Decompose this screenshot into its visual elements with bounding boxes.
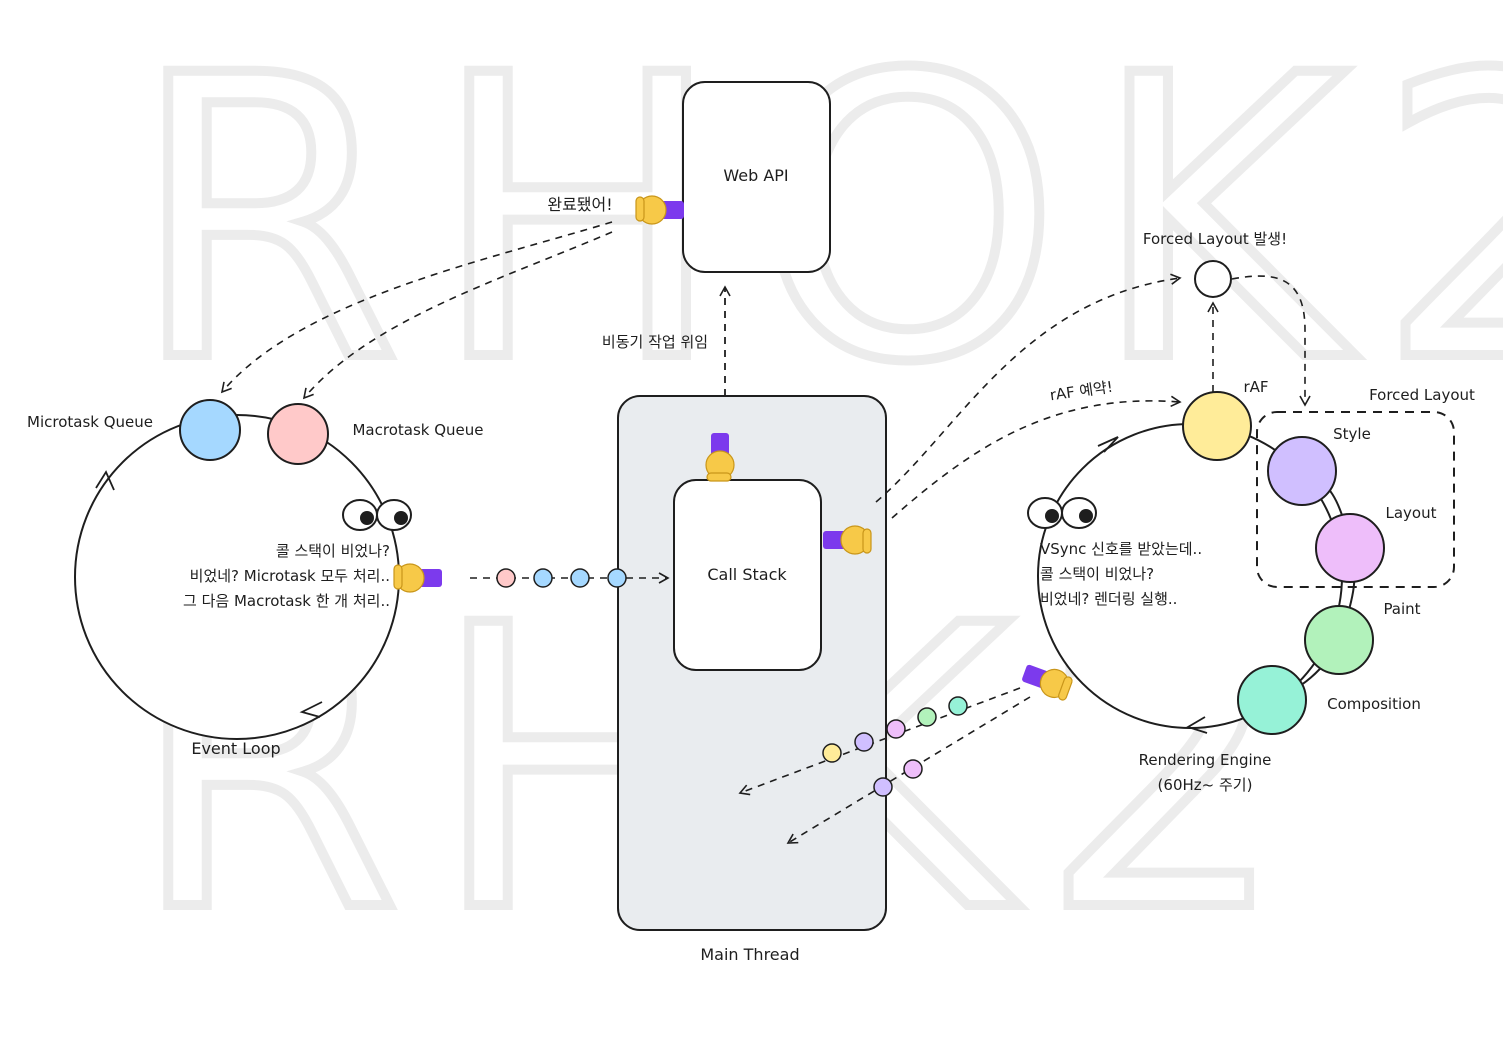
event-loop-label: Event Loop xyxy=(191,739,280,758)
event-loop-thought-line: 비었네? Microtask 모두 처리.. xyxy=(190,567,390,585)
paint-label: Paint xyxy=(1383,600,1420,618)
web-api-label: Web API xyxy=(723,166,788,185)
rendering-task-flow-lower xyxy=(786,696,1031,844)
rendering-thought-line: 비었네? 렌더링 실행.. xyxy=(1040,590,1177,608)
rendering-thought-line: VSync 신호를 받았는데.. xyxy=(1040,540,1202,558)
callstack-to-forced-layout-arrow xyxy=(875,273,1182,503)
rendering-engine-label: Rendering Engine xyxy=(1139,751,1272,769)
done-to-macrotask-arrow xyxy=(302,231,613,400)
composition-label: Composition xyxy=(1327,695,1421,713)
pipeline-connector xyxy=(1271,469,1356,701)
task-dot-microtask xyxy=(570,568,590,588)
render-dot-style xyxy=(854,732,874,752)
layout-node xyxy=(1315,513,1385,583)
render-dot-paint xyxy=(917,707,937,727)
delegate-label: 비동기 작업 위임 xyxy=(602,333,708,351)
forced-layout-occurs-label: Forced Layout 발생! xyxy=(1143,230,1287,248)
render-dot-raf xyxy=(822,743,842,763)
rendering-engine-thought: VSync 신호를 받았는데.. 콜 스택이 비었나? 비었네? 렌더링 실행.… xyxy=(1040,540,1202,608)
microtask-queue-label: Microtask Queue xyxy=(27,413,153,431)
web-api-done-speech: 완료됐어! xyxy=(547,195,612,214)
rendering-thought-line: 콜 스택이 비었나? xyxy=(1040,565,1154,583)
task-dot-microtask xyxy=(533,568,553,588)
rendering-task-flow-upper xyxy=(738,687,1021,796)
paint-node xyxy=(1304,605,1374,675)
render-dot-layout xyxy=(886,719,906,739)
event-loop-thought: 콜 스택이 비었나? 비었네? Microtask 모두 처리.. 그 다음 M… xyxy=(183,542,390,610)
forced-layout-box xyxy=(1256,411,1455,588)
style-label: Style xyxy=(1333,425,1371,443)
call-stack-label: Call Stack xyxy=(707,565,787,584)
call-stack-box: Call Stack xyxy=(673,479,822,671)
task-dot-macrotask xyxy=(496,568,516,588)
forced-layout-box-label: Forced Layout xyxy=(1369,386,1475,404)
forced-layout-to-box-arrow xyxy=(1231,275,1311,407)
render-dot-layout xyxy=(903,759,923,779)
task-dot-microtask xyxy=(607,568,627,588)
task-flow xyxy=(470,568,670,588)
composition-node xyxy=(1237,665,1307,735)
web-api-box: Web API xyxy=(682,81,831,273)
rendering-engine-sublabel: (60Hz~ 주기) xyxy=(1158,776,1253,794)
event-loop-thought-line: 콜 스택이 비었나? xyxy=(276,542,390,560)
style-node xyxy=(1267,436,1337,506)
forced-layout-node xyxy=(1194,260,1232,298)
main-thread-label: Main Thread xyxy=(700,945,799,964)
microtask-queue-node xyxy=(179,399,241,461)
layout-label: Layout xyxy=(1386,504,1437,522)
raf-label: rAF xyxy=(1243,378,1268,396)
render-dot-composition xyxy=(948,696,968,716)
event-loop-circle: Event Loop xyxy=(74,414,400,758)
render-dot-style xyxy=(873,777,893,797)
done-to-microtask-arrow xyxy=(220,221,613,394)
callstack-to-raf-arrow xyxy=(891,395,1182,519)
raf-node xyxy=(1182,391,1252,461)
macrotask-queue-node xyxy=(267,403,329,465)
macrotask-queue-label: Macrotask Queue xyxy=(352,421,483,439)
event-loop-thought-line: 그 다음 Macrotask 한 개 처리.. xyxy=(183,592,390,610)
